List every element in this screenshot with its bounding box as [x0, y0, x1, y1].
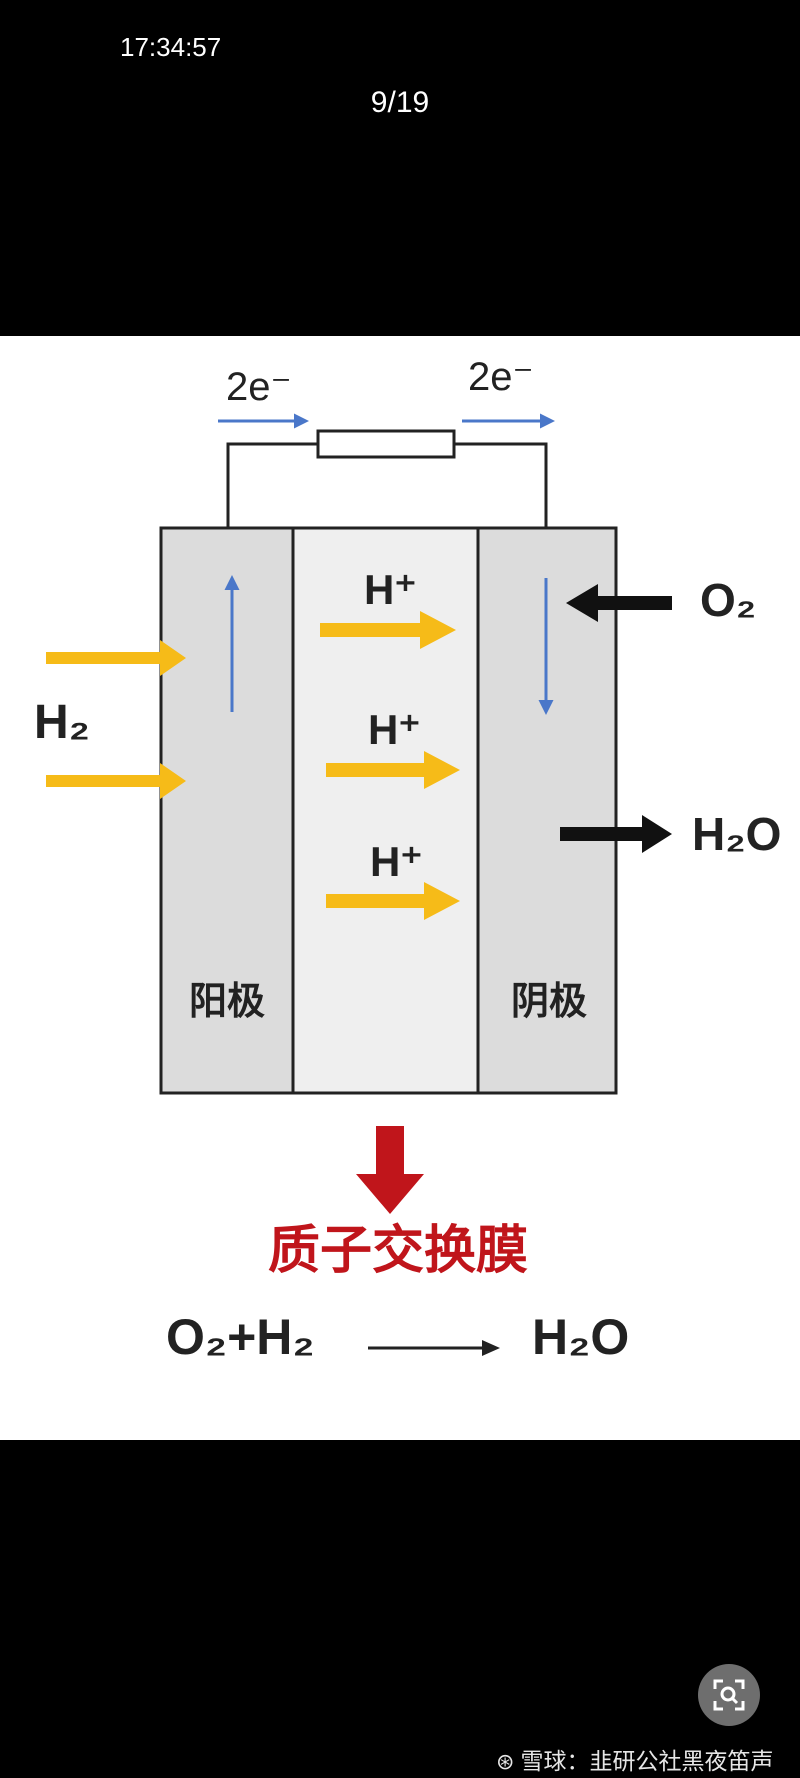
- circuit-wire: [226, 442, 548, 528]
- image-search-button[interactable]: [698, 1664, 760, 1726]
- anode-electrode: [159, 526, 295, 1095]
- equation-reactants: O₂+H₂: [166, 1309, 315, 1365]
- equation-arrow-head: [482, 1340, 500, 1356]
- resistor: [316, 429, 456, 459]
- fuel-cell-diagram: 2e⁻ 2e⁻ H₂ H⁺ H⁺ H⁺ O₂ H₂O 阳极 阴极 质子交换膜 O…: [34, 355, 781, 1365]
- water-output-label: H₂O: [692, 808, 781, 860]
- watermark: ⊛雪球：韭研公社黑夜笛声: [496, 1742, 773, 1776]
- proton-label: H⁺: [364, 566, 417, 613]
- status-time: 17:34:57: [120, 32, 222, 62]
- proton-arrow: [326, 751, 460, 789]
- page-counter: 9/19: [370, 86, 430, 119]
- membrane-pointer-arrow: [356, 1126, 424, 1214]
- proton-label: H⁺: [370, 838, 423, 885]
- electron-label-left: 2e⁻: [226, 365, 292, 409]
- h2-input-arrow: [46, 763, 186, 799]
- proton-arrow: [326, 882, 460, 920]
- watermark-text: 雪球：韭研公社黑夜笛声: [520, 1749, 774, 1775]
- anode-label: 阳极: [189, 979, 265, 1023]
- membrane-label: 质子交换膜: [268, 1221, 528, 1281]
- o2-input-arrow: [566, 584, 672, 622]
- hydrogen-input-label: H₂: [34, 696, 90, 749]
- proton-arrow: [320, 611, 456, 649]
- image-search-icon: [713, 1679, 745, 1711]
- image-panel[interactable]: 2e⁻ 2e⁻ H₂ H⁺ H⁺ H⁺ O₂ H₂O 阳极 阴极 质子交换膜 O…: [0, 336, 800, 1440]
- h2o-output-arrow: [560, 815, 672, 853]
- xueqiu-logo-icon: ⊛: [496, 1750, 515, 1775]
- equation-product: H₂O: [532, 1309, 629, 1365]
- oxygen-input-label: O₂: [700, 574, 756, 626]
- cathode-label: 阴极: [511, 979, 587, 1023]
- proton-label: H⁺: [368, 706, 421, 753]
- electron-label-right: 2e⁻: [468, 355, 534, 399]
- h2-input-arrow: [46, 640, 186, 676]
